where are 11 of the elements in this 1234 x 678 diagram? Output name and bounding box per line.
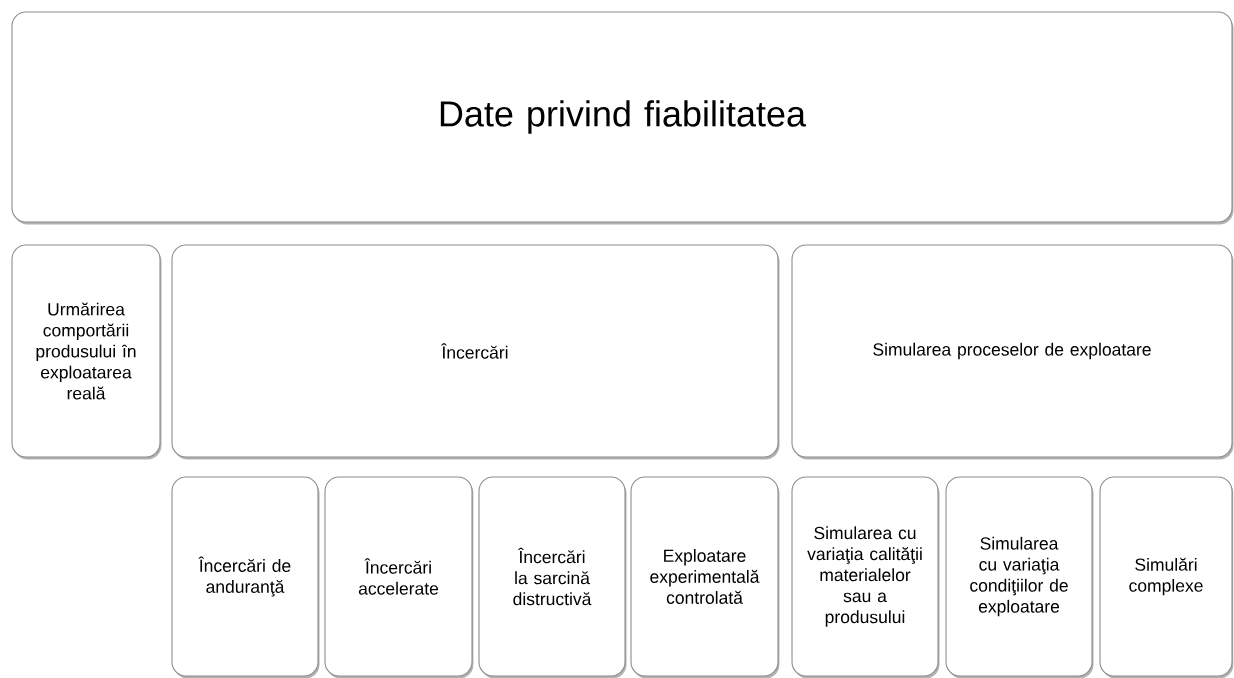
process-box: Încercări la sarcină distructivă	[478, 476, 627, 678]
process-box: Simularea proceselor de exploatare	[791, 244, 1234, 460]
process-box: Încercări	[171, 244, 780, 460]
process-box: Date privind fiabilitatea	[11, 11, 1234, 225]
process-box: Exploatare experimentală controlată	[630, 476, 780, 678]
process-box: Simularea cu variaţia calităţii materialelor sau a produsului	[791, 476, 940, 678]
process-box: Urmărirea comportării produsului în exploatarea reală	[11, 244, 162, 460]
process-box: Încercări accelerate	[324, 476, 474, 678]
process-box: Simulări complexe	[1099, 476, 1234, 678]
process-box: Încercări de anduranţă	[171, 476, 320, 678]
process-box: Simularea cu variaţia condiţiilor de exploatare	[945, 476, 1094, 678]
